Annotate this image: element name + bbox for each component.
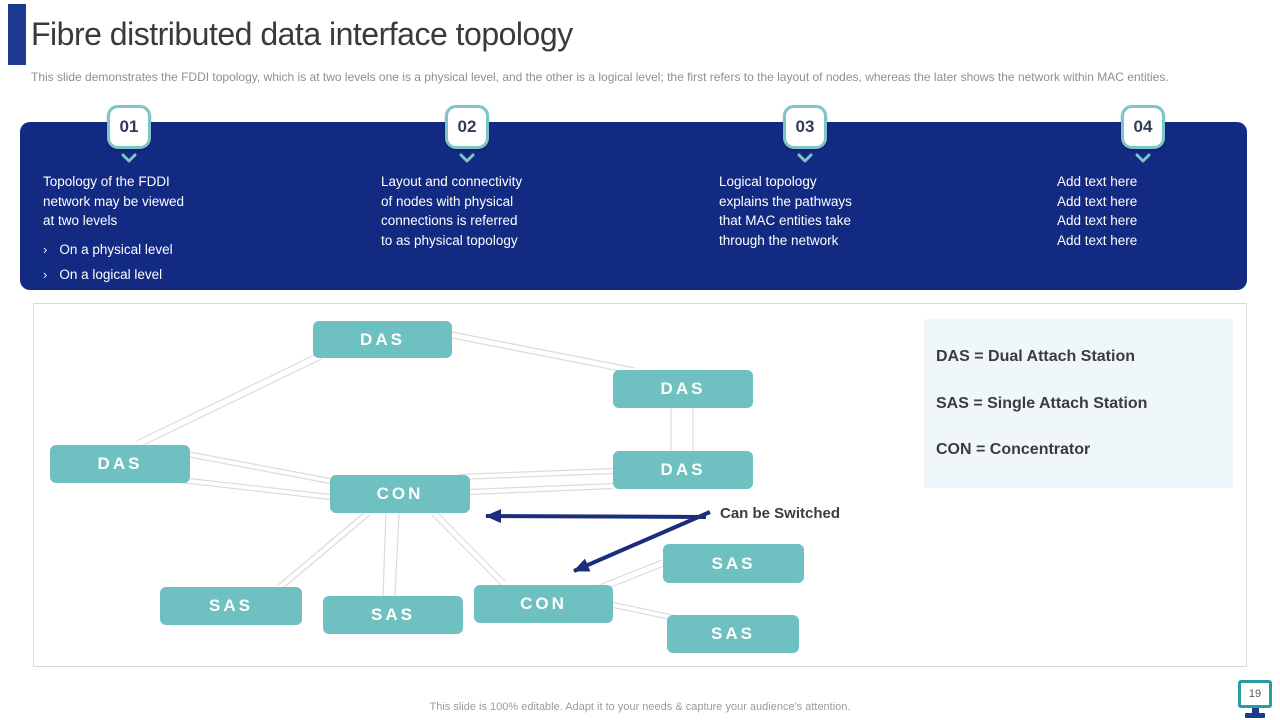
step-number-badge: 01 <box>107 105 151 149</box>
node-sas-bottom-left[interactable]: SAS <box>160 587 302 625</box>
chevron-down-icon <box>459 153 475 163</box>
node-sas-right-upper[interactable]: SAS <box>663 544 804 583</box>
step-description: Layout and connectivity of nodes with ph… <box>381 174 523 248</box>
legend-item-con: CON = Concentrator <box>936 441 1091 459</box>
step-number-badge: 02 <box>445 105 489 149</box>
connector-lines <box>136 331 711 622</box>
can-be-switched-arrows <box>485 509 711 573</box>
node-das-top[interactable]: DAS <box>313 321 452 358</box>
node-sas-right-lower[interactable]: SAS <box>667 615 799 653</box>
bullet-label: On a physical level <box>59 242 173 257</box>
slide-subtitle[interactable]: This slide demonstrates the FDDI topolog… <box>31 70 1169 84</box>
node-con-center[interactable]: CON <box>330 475 470 513</box>
bullet-item: › On a logical level <box>43 266 283 284</box>
topology-diagram-panel: DAS DAS DAS DAS CON SAS SAS CON SAS SAS … <box>33 303 1247 667</box>
bullet-arrow-icon: › <box>43 242 48 257</box>
steps-banner: 01 Topology of the FDDI network may be v… <box>20 105 1247 290</box>
node-das-mid-right[interactable]: DAS <box>613 451 753 489</box>
legend-item-sas: SAS = Single Attach Station <box>936 394 1148 412</box>
node-das-upper-right[interactable]: DAS <box>613 370 753 408</box>
step-column-2[interactable]: 02 Layout and connectivity of nodes with… <box>381 105 681 290</box>
title-accent-bar <box>8 4 26 65</box>
node-sas-bottom-mid[interactable]: SAS <box>323 596 463 634</box>
can-be-switched-label[interactable]: Can be Switched <box>720 505 841 522</box>
step-description: Topology of the FDDI network may be view… <box>43 174 185 228</box>
bullet-arrow-icon: › <box>43 267 48 282</box>
step-description: Add text here Add text here Add text her… <box>1057 174 1138 248</box>
chevron-down-icon <box>121 153 137 163</box>
step-column-3[interactable]: 03 Logical topology explains the pathway… <box>719 105 1019 290</box>
chevron-down-icon <box>1135 153 1151 163</box>
monitor-base <box>1245 713 1265 718</box>
node-con-lower[interactable]: CON <box>474 585 613 623</box>
step-number-badge: 04 <box>1121 105 1165 149</box>
step-bullet-list: › On a physical level › On a logical lev… <box>43 234 283 284</box>
step-column-1[interactable]: 01 Topology of the FDDI network may be v… <box>43 105 343 290</box>
step-column-4[interactable]: 04 Add text here Add text here Add text … <box>1057 105 1280 290</box>
step-number-badge: 03 <box>783 105 827 149</box>
chevron-down-icon <box>797 153 813 163</box>
legend-item-das: DAS = Dual Attach Station <box>936 347 1135 365</box>
page-number-monitor-icon: 19 <box>1237 680 1273 720</box>
page-number: 19 <box>1238 680 1272 708</box>
page-title[interactable]: Fibre distributed data interface topolog… <box>31 16 573 52</box>
legend-box[interactable]: DAS = Dual Attach Station SAS = Single A… <box>924 319 1233 488</box>
bullet-item: › On a physical level <box>43 241 283 259</box>
footer-note: This slide is 100% editable. Adapt it to… <box>429 701 851 713</box>
bullet-label: On a logical level <box>59 267 163 282</box>
node-das-left[interactable]: DAS <box>50 445 190 483</box>
step-description: Logical topology explains the pathways t… <box>719 174 852 248</box>
monitor-stand <box>1251 708 1259 713</box>
